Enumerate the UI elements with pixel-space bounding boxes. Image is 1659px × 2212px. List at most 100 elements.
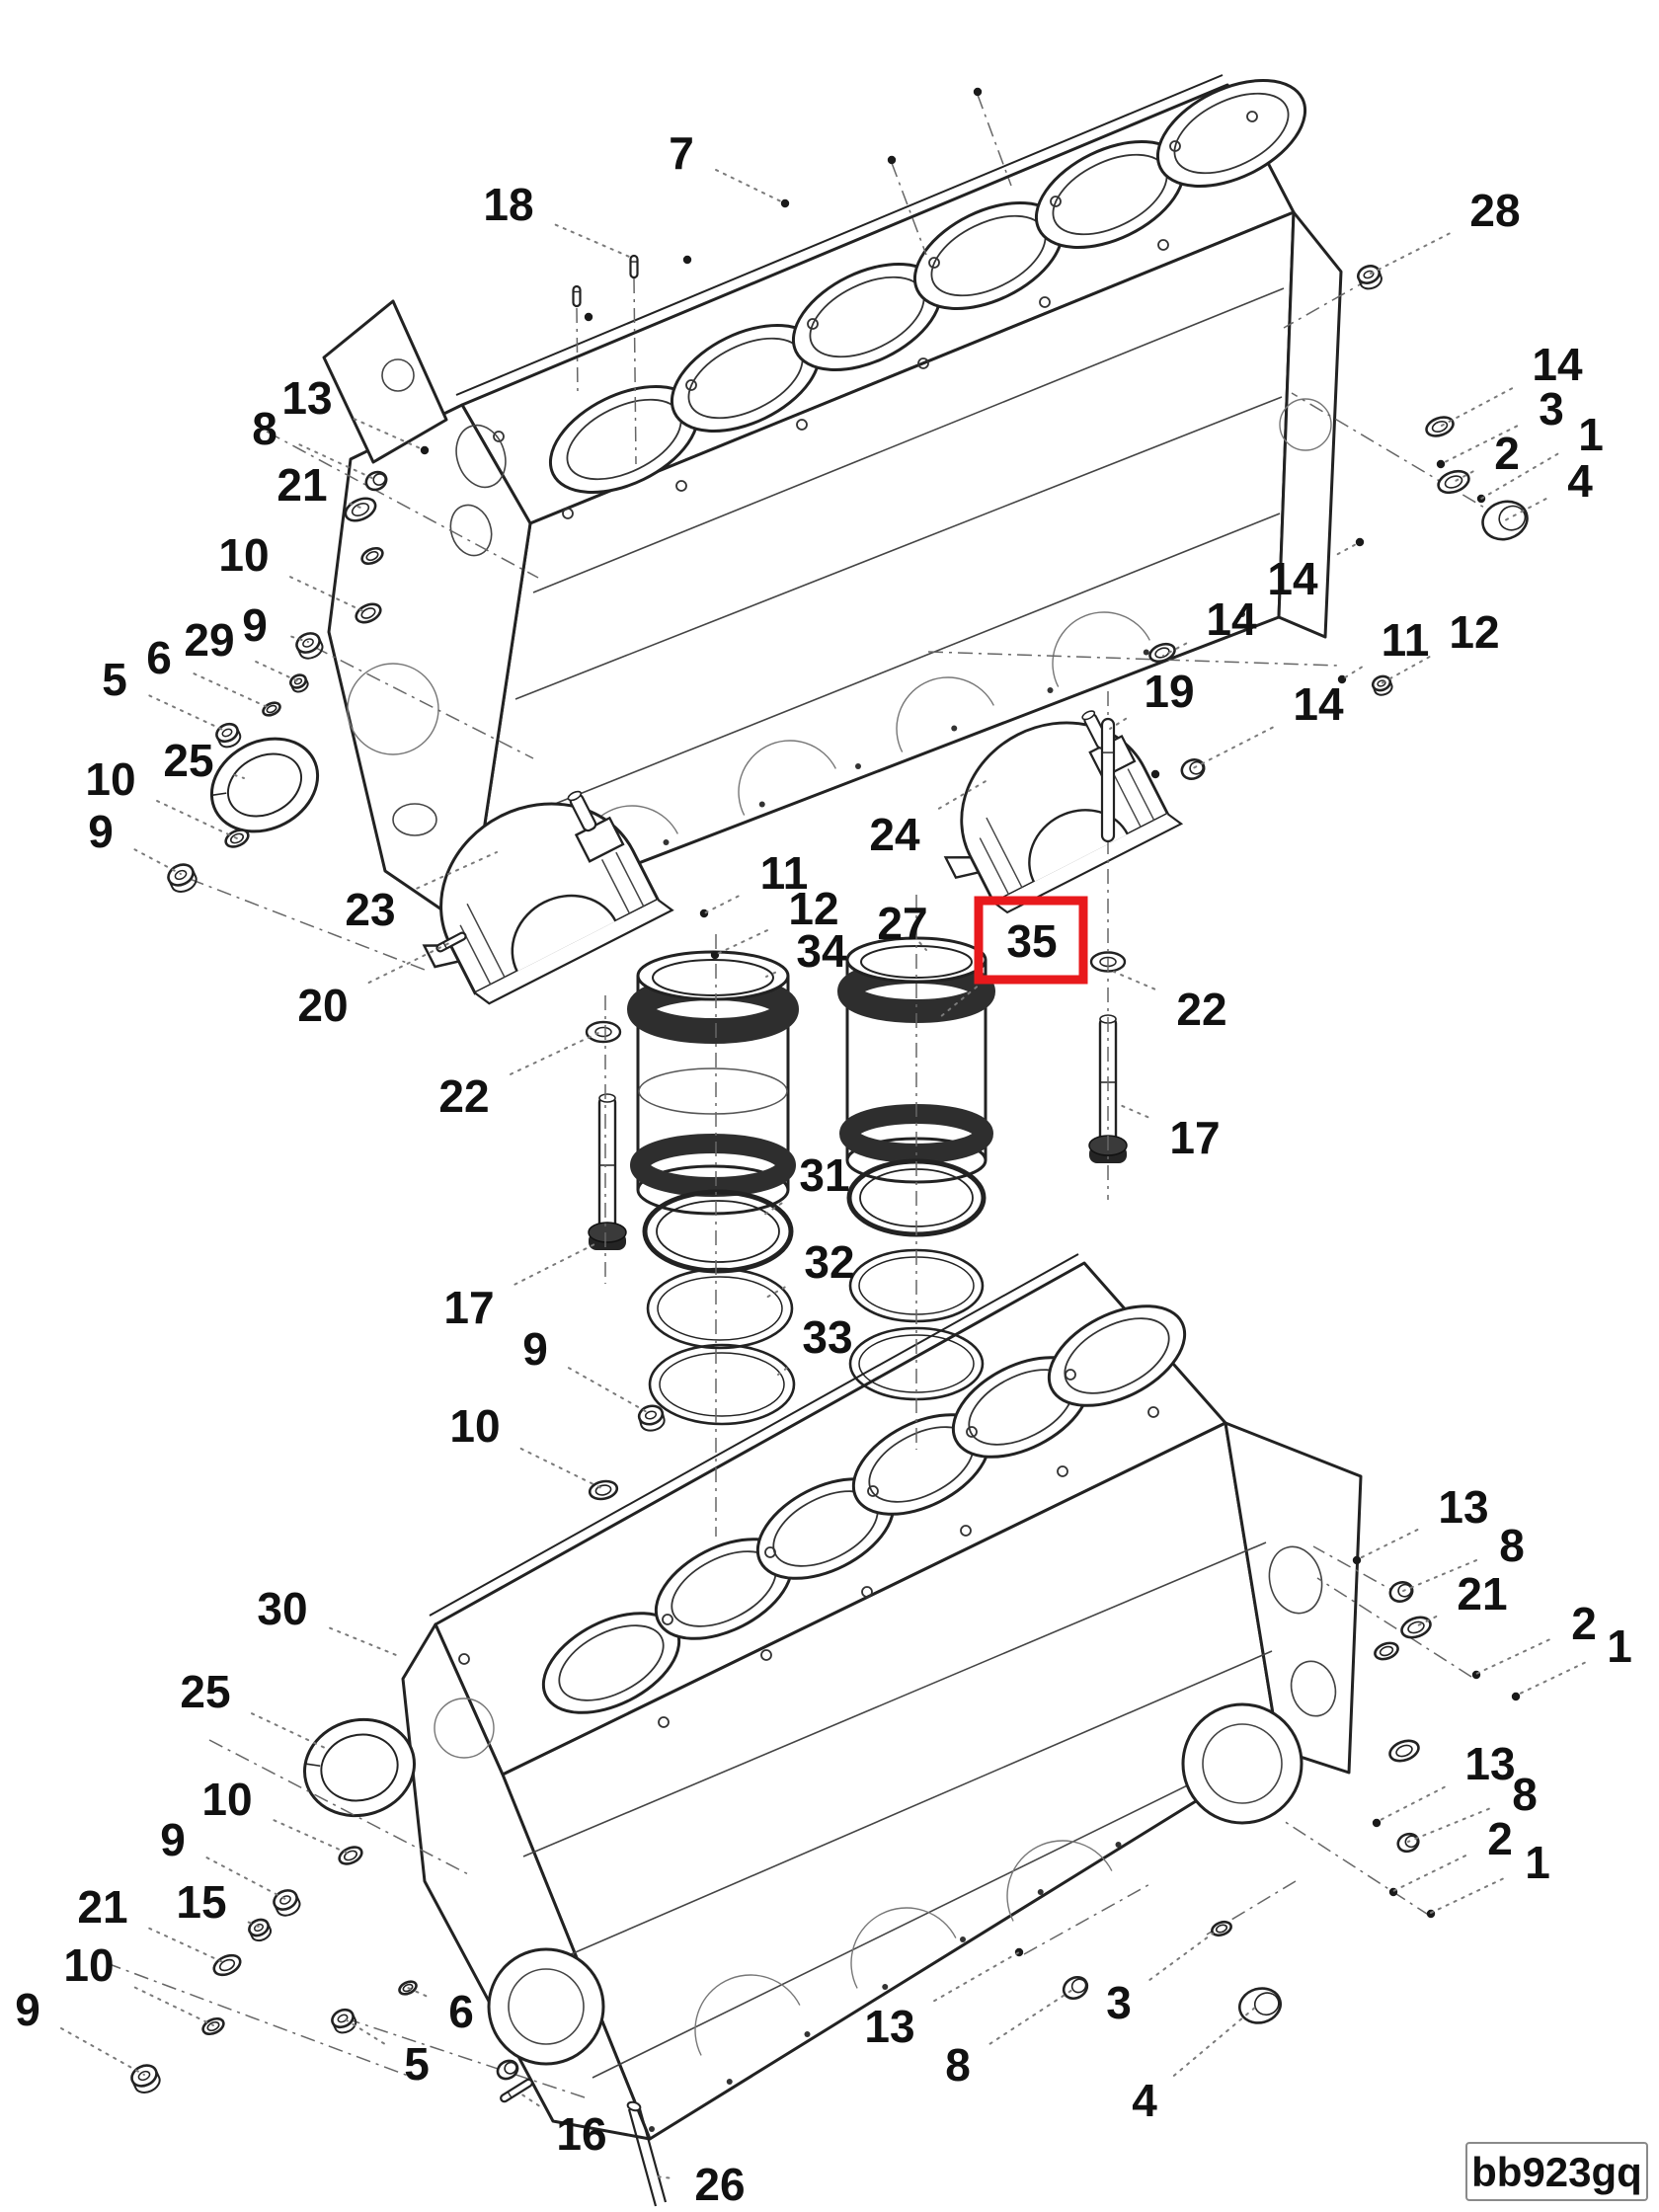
callout-6: 6	[146, 632, 172, 683]
dot-part	[1511, 1692, 1521, 1701]
leader-line-31	[763, 1202, 783, 1216]
leader-line-10	[273, 1819, 352, 1856]
callout-32: 32	[804, 1236, 854, 1288]
axis-line	[1291, 392, 1502, 518]
callout-23: 23	[345, 884, 395, 935]
callout-9: 9	[88, 806, 114, 857]
callout-14: 14	[1532, 339, 1583, 390]
leader-line-7	[715, 169, 786, 204]
callout-3: 3	[1106, 1977, 1132, 2028]
callout-13: 13	[281, 372, 332, 424]
axis-line	[266, 431, 539, 579]
callout-21: 21	[276, 459, 327, 511]
ring-part	[201, 2016, 225, 2036]
leader-line-3	[1148, 1933, 1214, 1981]
callout-9: 9	[15, 1984, 40, 2035]
axis-line	[927, 651, 1340, 667]
stud-part	[435, 931, 467, 953]
ring-part	[1211, 1920, 1232, 1937]
diagram-code-box: bb923gq	[1465, 2142, 1648, 2201]
callout-28: 28	[1469, 185, 1520, 236]
leader-line-21	[1415, 1615, 1438, 1627]
callout-leader-lines	[60, 169, 1586, 2179]
callout-29: 29	[184, 614, 234, 666]
leader-line-1	[1480, 452, 1559, 500]
callout-12: 12	[1449, 606, 1499, 658]
axis-line	[106, 1962, 420, 2081]
leader-line-12	[1381, 656, 1431, 684]
leader-line-9	[567, 1367, 650, 1414]
stud-part	[572, 284, 582, 308]
leader-line-13	[933, 1951, 1020, 2003]
leader-line-2	[1392, 1855, 1466, 1892]
callout-25: 25	[163, 735, 213, 786]
piston-rings-left	[642, 1189, 796, 1426]
nut-part	[331, 2008, 357, 2034]
plug-part	[1238, 1987, 1282, 2024]
dot-part	[682, 255, 692, 265]
callout-11: 11	[1382, 614, 1430, 666]
callout-10: 10	[63, 1939, 114, 1991]
dot-part	[1355, 537, 1365, 547]
leader-line-25	[251, 1712, 326, 1749]
nut-part	[215, 722, 242, 749]
callout-6: 6	[448, 1986, 474, 2037]
leader-line-9	[290, 635, 309, 643]
leader-line-11	[1341, 666, 1363, 680]
leader-line-6	[193, 672, 273, 710]
callout-20: 20	[297, 980, 348, 1031]
callout-1: 1	[1525, 1837, 1550, 1888]
leader-line-14	[1192, 726, 1274, 769]
plug-part	[1180, 758, 1206, 780]
leader-line-22	[1113, 971, 1156, 990]
callout-22: 22	[438, 1070, 489, 1122]
plug-part	[496, 2059, 519, 2081]
callout-7: 7	[669, 127, 694, 179]
callout-2: 2	[1487, 1813, 1513, 1864]
callout-26: 26	[694, 2159, 745, 2210]
callout-14: 14	[1293, 678, 1344, 730]
axis-line	[576, 307, 579, 396]
leader-line-26	[656, 2175, 671, 2179]
leader-line-29	[255, 660, 299, 682]
callout-31: 31	[799, 1149, 849, 1201]
leader-line-1	[1430, 1877, 1504, 1914]
ring-part	[355, 602, 382, 624]
nut-part	[248, 1918, 273, 1942]
leader-line-17	[514, 1241, 599, 1286]
leader-line-5	[343, 2017, 385, 2045]
leader-line-4	[1504, 498, 1547, 521]
callout-16: 16	[556, 2108, 606, 2160]
callout-1: 1	[1607, 1620, 1632, 1672]
callout-18: 18	[483, 179, 533, 230]
loose-parts-illustrations	[209, 685, 1183, 2207]
callout-5: 5	[404, 2038, 430, 2090]
leader-line-4	[1172, 2006, 1257, 2077]
leader-line-8	[298, 443, 377, 481]
callout-21: 21	[1457, 1568, 1507, 1620]
ring-part	[1388, 1739, 1420, 1763]
leader-line-17	[1117, 1103, 1149, 1119]
ring-part	[1148, 642, 1176, 664]
dot-part	[584, 312, 593, 322]
callout-15: 15	[176, 1876, 226, 1928]
ring-part	[1437, 469, 1470, 495]
leader-line-12	[714, 929, 768, 956]
axis-line	[345, 2017, 586, 2098]
leader-line-1	[1515, 1661, 1586, 1697]
callout-8: 8	[1499, 1520, 1525, 1571]
callout-8: 8	[1512, 1769, 1538, 1820]
plug-part	[1481, 500, 1529, 541]
callout-4: 4	[1567, 455, 1593, 507]
axis-line	[208, 1739, 473, 1877]
leader-line-11	[703, 895, 740, 914]
dot-part	[1337, 674, 1347, 684]
leader-line-20	[367, 941, 452, 985]
callout-8: 8	[945, 2039, 971, 2091]
axis-line	[633, 277, 637, 465]
callout-9: 9	[160, 1814, 186, 1865]
leader-line-18	[554, 223, 635, 260]
leader-line-30	[329, 1626, 402, 1658]
callout-33: 33	[802, 1311, 852, 1363]
